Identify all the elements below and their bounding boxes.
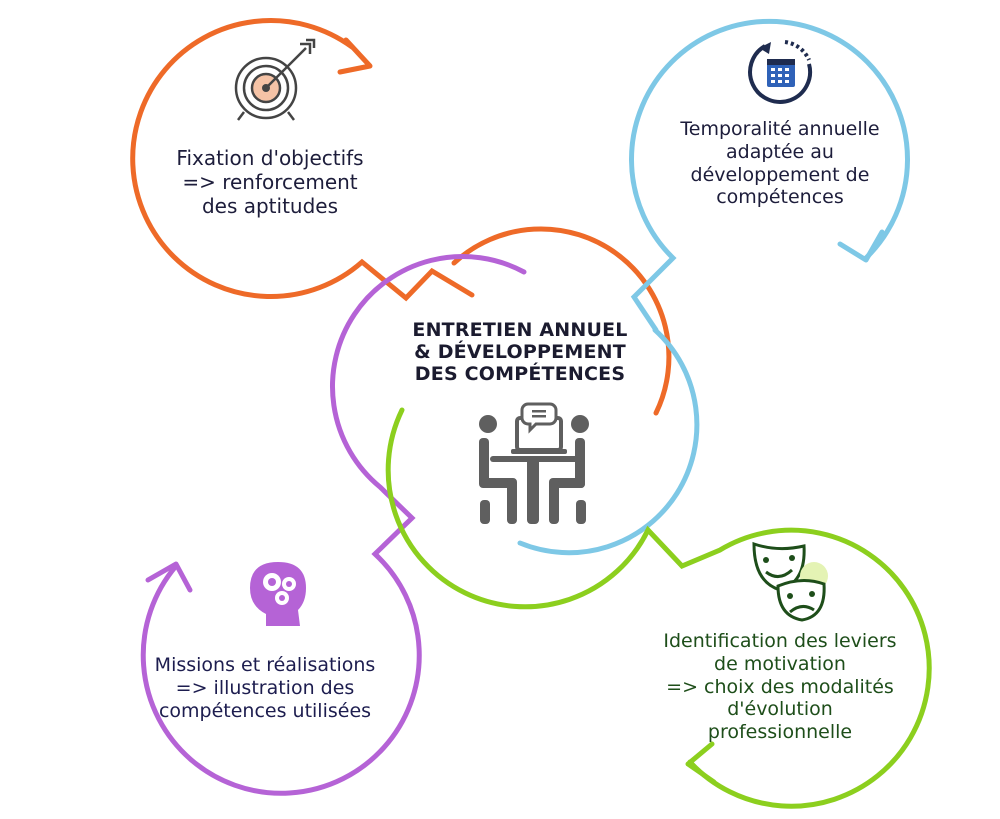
center-title-line: & DÉVELOPPEMENT [414,340,626,363]
center-title-line: DES COMPÉTENCES [414,362,626,385]
goals-line: Fixation d'objectifs [176,146,364,170]
center-title-line: ENTRETIEN ANNUEL [412,319,628,341]
goals-line: des aptitudes [201,194,339,218]
time-line: Temporalité annuelle [680,118,880,140]
time-line: compétences [716,186,844,209]
missions-label: Missions et réalisations => illustration… [130,654,400,722]
goals-loop [130,18,672,416]
missions-line: compétences utilisées [158,699,372,722]
missions-line: => illustration des [175,676,355,699]
missions-line: Missions et réalisations [154,654,376,676]
goals-label: Fixation d'objectifs => renforcement des… [140,146,400,218]
time-loop [517,18,910,556]
theater-masks-icon [752,541,828,622]
motivation-line: d'évolution [727,698,833,721]
meeting-people-icon [479,402,589,524]
goals-line: => renforcement [182,170,358,194]
missions-loop [140,254,527,796]
center-title: ENTRETIEN ANNUEL & DÉVELOPPEMENT DES COM… [380,319,660,386]
calendar-cycle-icon [748,40,813,104]
motivation-line: Identification des leviers [663,630,897,652]
head-gears-icon [250,562,306,626]
motivation-line: => choix des modalités [666,675,894,698]
time-line: développement de [690,163,870,186]
time-label: Temporalité annuelle adaptée au développ… [640,118,920,209]
motivation-line: de motivation [714,652,846,675]
target-arrow-icon [234,38,316,121]
time-line: adaptée au [726,140,834,163]
motivation-line: professionnelle [707,721,853,744]
motivation-label: Identification des leviers de motivation… [640,630,920,744]
motivation-loop [385,407,932,809]
